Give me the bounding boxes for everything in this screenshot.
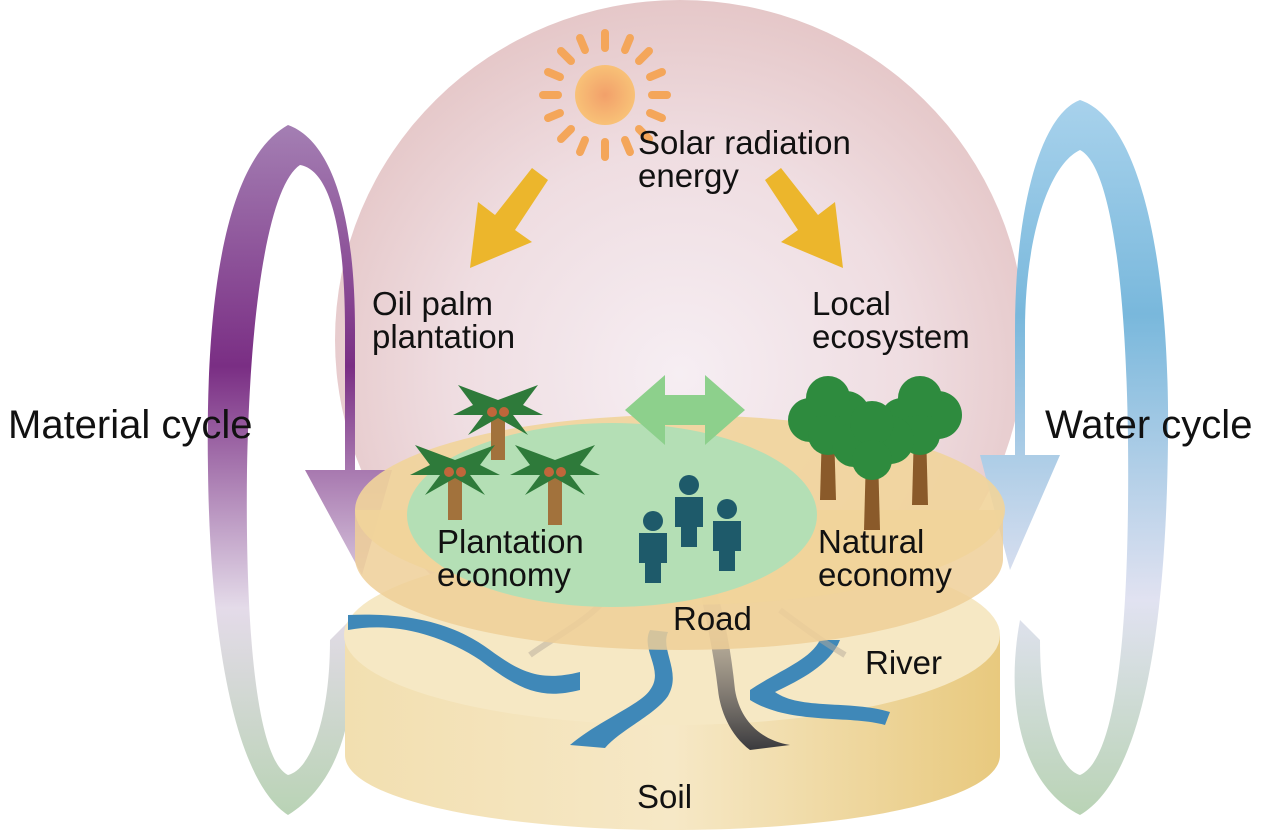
palm-trees [410,385,600,525]
road-label: Road [673,600,752,637]
oil-palm-line-1: Oil palm [372,285,494,322]
plantation-economy-line-2: economy [437,556,571,593]
local-ecosystem-line-1: Local [812,285,891,322]
local-ecosystem-line-2: ecosystem [812,318,970,355]
oil-palm-line-2: plantation [372,318,516,355]
solar-arrow-right [765,168,843,268]
solar-radiation-line-1: Solar radiation [638,124,851,161]
material-cycle-label: Material cycle [8,403,253,447]
soil-label: Soil [637,778,693,815]
forest-trees [788,376,962,530]
water-cycle-arrow [980,100,1169,815]
oil-palm-plantation-label: Oil palm plantation [372,287,515,353]
river-label: River [865,644,943,681]
solar-arrow-left [470,168,548,268]
plantation-economy-line-1: Plantation [437,523,584,560]
exchange-double-arrow [625,375,745,445]
water-cycle-label: Water cycle [1045,403,1253,447]
green-field [407,423,817,607]
people-icon [639,475,741,583]
plantation-economy-label: Plantation economy [437,525,584,591]
natural-economy-line-1: Natural [818,523,925,560]
solar-radiation-line-2: energy [638,157,739,194]
sun-icon [539,29,671,161]
local-ecosystem-label: Local ecosystem [812,287,970,353]
natural-economy-label: Natural economy [818,525,952,591]
natural-economy-line-2: economy [818,556,952,593]
solar-radiation-label: Solar radiation energy [638,126,851,192]
